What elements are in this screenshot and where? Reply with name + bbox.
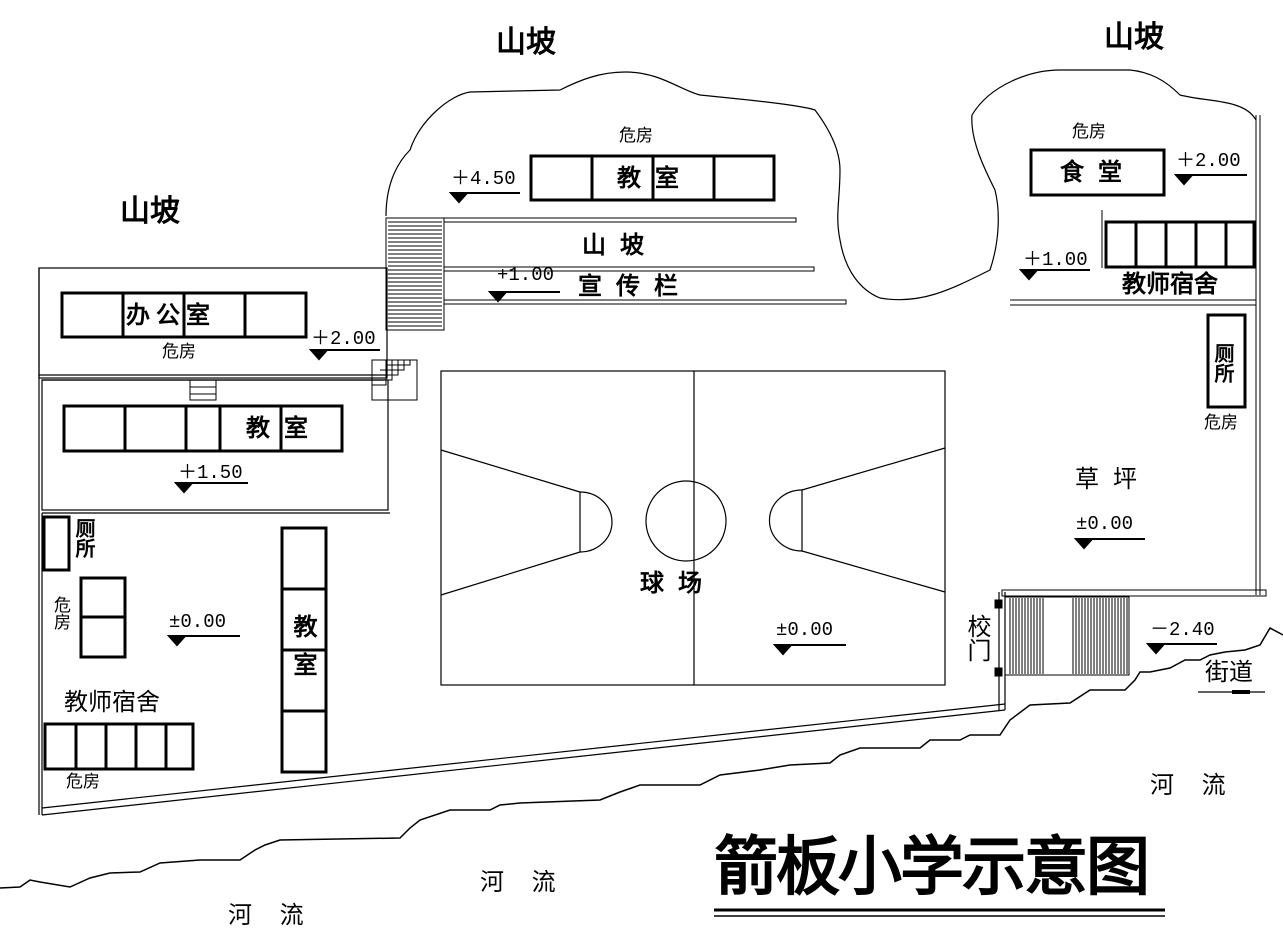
elevation-bulletin: +1.00 [497,264,555,286]
elevation-triangle-icon [1145,643,1167,655]
danger-label-canteen: 危房 [1072,122,1106,142]
toilet-left-building [42,515,71,572]
gate-stairs [994,596,1130,677]
classroom-left-building [62,404,344,453]
toilet-right-label: 厕所 [1211,343,1235,383]
dorm-right-label: 教师宿舍 [1122,270,1218,298]
basketball-court [440,370,946,686]
elevation-triangle-icon [173,482,195,494]
elevation-triangle-icon [448,192,470,204]
elevation-triangle-icon [1173,174,1195,186]
dorm-left-label: 教师宿舍 [64,688,160,716]
river-label-center: 河 流 [480,868,566,896]
elevation-triangle-icon [772,644,794,656]
elevation-triangle-icon [1073,538,1095,550]
dorm-left-building [43,722,195,771]
office-label: 办公室 [126,301,216,329]
stairs-left-hill [385,217,445,331]
elevation-markers [166,174,1247,656]
terrace-lines [443,115,1267,597]
classroom-left-label: 教室 [246,414,322,442]
map-title: 箭板小学示意图 [714,830,1150,905]
classroom-top-label: 教室 [617,164,693,192]
river-bank [0,626,1283,889]
danger-label-top-classroom: 危房 [619,126,653,146]
danger-label-dorm-left: 危房 [66,772,100,792]
dorm-right-building [1104,220,1256,269]
hill-outline-center [385,69,1257,301]
canteen-building [1029,148,1166,197]
danger-label-left-house: 危房 [50,596,70,630]
elevation-canteen: ＋2.00 [1176,150,1241,172]
elevation-top-classroom: ＋4.50 [451,168,516,190]
stairs-small [189,359,418,401]
court-label: 球场 [640,569,716,597]
river-label-right: 河 流 [1150,771,1236,799]
slope-label-middle: 山坡 [582,231,658,259]
bulletin-board-label: 宣传栏 [578,272,692,300]
gate-label: 校门 [963,614,991,662]
slope-label-top-center: 山坡 [496,25,556,60]
elevation-triangle-icon [487,291,509,303]
elevation-street: －2.40 [1150,619,1215,641]
street-label: 街道 [1205,658,1253,686]
elevation-triangle-icon [166,635,188,647]
elevation-lawn: ±0.00 [1076,513,1134,535]
toilet-right-building [1206,313,1247,409]
elevation-court: ±0.00 [776,619,834,641]
elevation-office: ＋2.00 [311,328,376,350]
danger-label-toilet-right: 危房 [1204,413,1238,433]
elevation-dorm-right: ＋1.00 [1023,249,1088,271]
canteen-label: 食堂 [1060,158,1136,186]
river-label-left: 河 流 [228,901,314,929]
danger-label-office: 危房 [162,342,196,362]
toilet-left-label: 厕所 [72,518,96,558]
elevation-left-classroom: ＋1.50 [178,462,243,484]
buildings [42,148,1256,774]
slope-label-top-right: 山坡 [1104,20,1164,55]
lawn-label: 草坪 [1075,465,1151,493]
elevation-triangle-icon [308,349,330,361]
elevation-left-yard: ±0.00 [169,611,227,633]
left-compound-wall [38,267,1006,816]
classroom-vertical-label: 教室 [289,614,317,690]
slope-label-left: 山坡 [120,194,180,229]
elevation-triangle-icon [1018,269,1040,281]
